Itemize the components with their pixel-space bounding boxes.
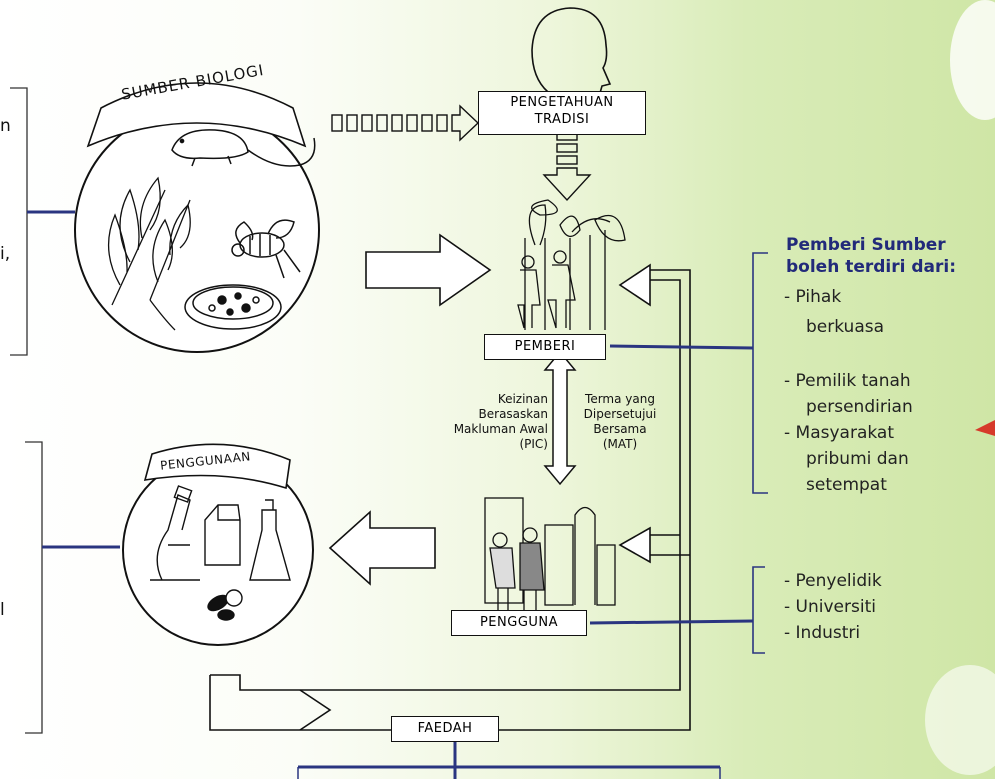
provider-item-3: - Pemilik tanah [784,371,911,391]
bee-icon [231,219,301,279]
dashed-arrow [331,104,480,142]
connector-pengguna [589,619,754,625]
pic-line-3: Makluman Awal [453,422,548,436]
arrow-left [328,510,436,586]
left-brackets [10,87,43,734]
provider-item-2: berkuasa [806,317,885,337]
double-arrow [543,350,577,486]
provider-item-6: pribumi dan [806,449,909,469]
return-flow [209,263,691,731]
mat-line-3: Bersama [593,422,647,436]
mat-line-1: Terma yang [585,392,655,406]
head-icon [531,7,612,94]
provider-title: Pemberi Sumber boleh terdiri dari: [786,234,956,278]
down-arrow [542,131,592,202]
provider-title-1: Pemberi Sumber [786,235,946,255]
provider-title-2: boleh terdiri dari: [786,257,957,277]
decorative-blobs [925,0,995,775]
pic-label: Keizinan Berasaskan Makluman Awal (PIC) [378,392,548,452]
provider-item-4: persendirian [806,397,913,417]
provider-item-1: - Pihak [784,287,842,307]
penggunaan-circle [122,443,314,646]
pic-line-4: (PIC) [519,437,548,451]
pengguna-illustration [484,497,616,612]
box-faedah: FAEDAH [391,716,499,742]
carton-icon [204,504,241,566]
bottom-line [297,740,721,779]
arrow-right [365,233,492,307]
right-brackets [752,252,768,654]
microscope-icon [150,485,200,581]
pemberi-illustration [517,199,626,330]
rat-icon [171,129,316,167]
mat-label: Terma yang Dipersetujui Bersama (MAT) [570,392,670,452]
provider-item-7: setempat [806,475,887,495]
connector-pemberi [609,344,754,350]
provider-item-5: - Masyarakat [784,423,894,443]
user-item-1: - Penyelidik [784,571,882,591]
box-pengetahuan: PENGETAHUAN TRADISI [478,91,646,135]
user-item-3: - Industri [784,623,861,643]
left-fragment-a: n [0,116,11,136]
pic-line-2: Berasaskan [478,407,548,421]
box-pemberi: PEMBERI [484,334,606,360]
box-pengguna: PENGGUNA [451,610,587,636]
leaf-icon [107,176,191,331]
petri-dish-icon [184,284,282,330]
left-fragment-b: i, [0,244,11,264]
pengetahuan-text: PENGETAHUAN TRADISI [510,95,614,127]
pic-line-1: Keizinan [497,392,548,406]
left-fragment-c: l [0,600,5,620]
mat-line-4: (MAT) [602,437,638,451]
user-item-2: - Universiti [784,597,876,617]
sumber-biologi-circle [74,82,320,353]
mat-line-2: Dipersetujui [583,407,657,421]
bottle-icon [249,499,291,581]
pills-icon [207,589,243,621]
